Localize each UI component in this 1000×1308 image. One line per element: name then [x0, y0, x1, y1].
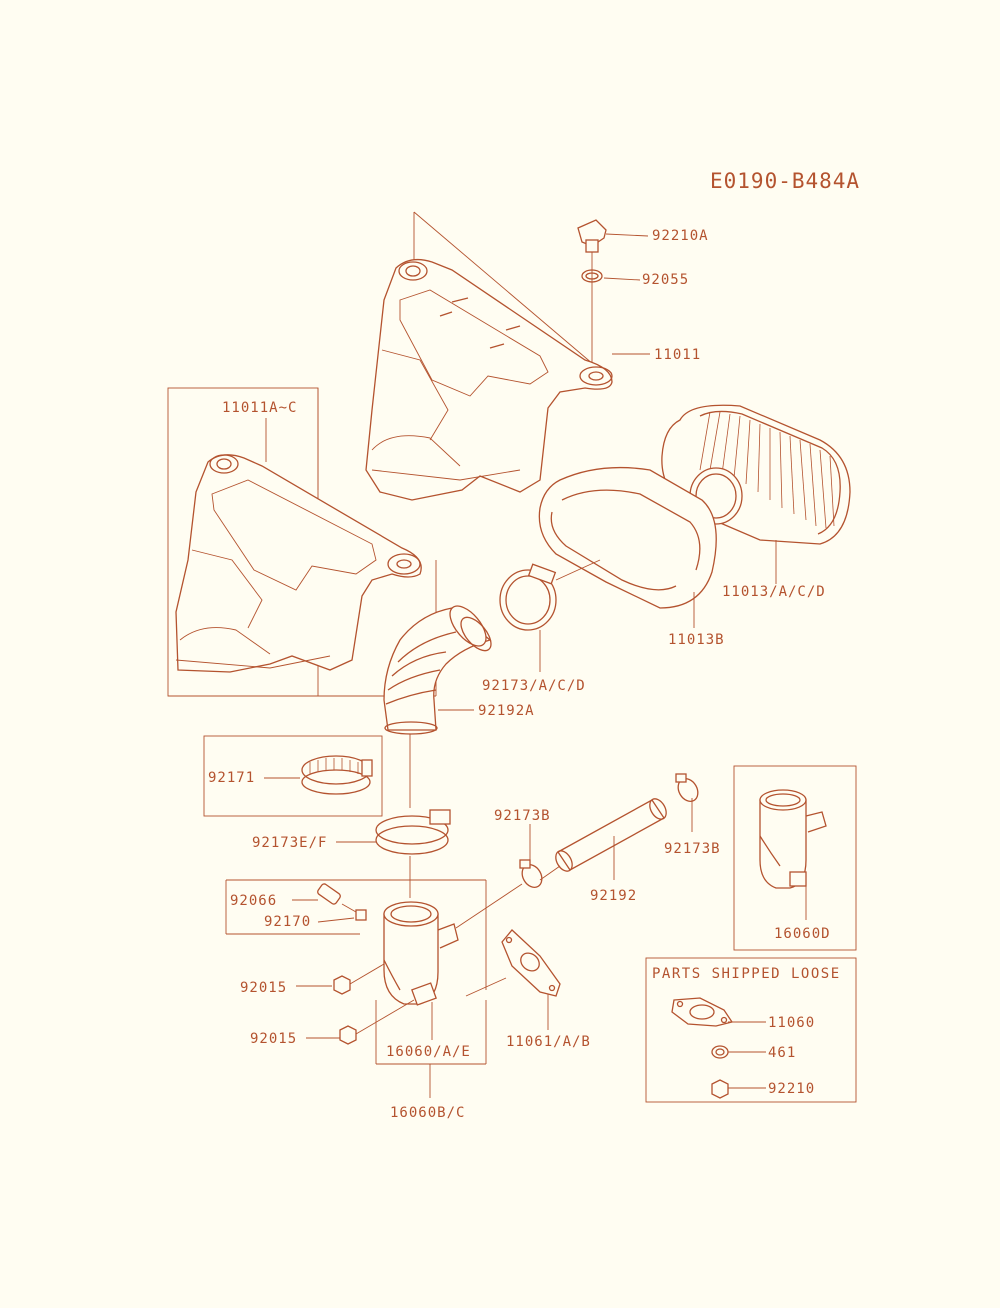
- intake-pipe-16060: [383, 901, 459, 1006]
- air-cleaner-housing-11011A-C: [175, 454, 422, 673]
- leader-lines-16060: [225, 879, 487, 1098]
- label-92173E-F: 92173E/F: [252, 835, 327, 851]
- label-92170: 92170: [264, 914, 311, 930]
- label-92173-A-C-D: 92173/A/C/D: [482, 678, 586, 694]
- hose-clamp-92173B-left: [519, 859, 543, 888]
- label-11061-A-B: 11061/A/B: [506, 1034, 591, 1050]
- elbow-hose-92192A: [383, 605, 492, 808]
- wing-bolt-92210A: [577, 219, 607, 362]
- label-11013-A-C-D: 11013/A/C/D: [722, 584, 826, 600]
- label-92015-top: 92015: [240, 980, 287, 996]
- label-92066: 92066: [230, 893, 277, 909]
- nut-92015-bottom: [339, 999, 415, 1045]
- label-16060D: 16060D: [774, 926, 831, 942]
- diagram-code: E0190-B484A: [710, 169, 860, 193]
- washer-461: [711, 1045, 729, 1059]
- callout-box-16060D: [733, 765, 857, 951]
- label-11013B: 11013B: [668, 632, 725, 648]
- label-92192A: 92192A: [478, 703, 535, 719]
- gasket-11061-A-B: [501, 929, 561, 997]
- parts-shipped-loose-header: PARTS SHIPPED LOOSE: [652, 966, 841, 982]
- label-461: 461: [768, 1045, 796, 1061]
- hose-clamp-92173B-right: [675, 773, 699, 802]
- hose-clamp-92173E-F: [375, 809, 451, 855]
- label-92210: 92210: [768, 1081, 815, 1097]
- plug-92066: [317, 883, 341, 905]
- label-92173B-right: 92173B: [664, 841, 721, 857]
- o-ring-92055: [581, 269, 603, 283]
- pre-cleaner-11013B: [538, 466, 717, 609]
- label-16060-A-E: 16060/A/E: [386, 1044, 471, 1060]
- label-92171: 92171: [208, 770, 255, 786]
- hose-clamp-92171: [301, 755, 373, 795]
- gasket-11060: [671, 997, 734, 1027]
- label-16060B-C: 16060B/C: [390, 1105, 465, 1121]
- screw-92170: [341, 903, 367, 921]
- callout-box-92171: [203, 735, 383, 817]
- label-11011: 11011: [654, 347, 701, 363]
- air-cleaner-housing-11011: [365, 211, 613, 501]
- label-92192: 92192: [590, 888, 637, 904]
- fuel-hose-92192: [555, 798, 667, 872]
- label-92210A: 92210A: [652, 228, 709, 244]
- nut-92015-top: [333, 963, 385, 995]
- nut-92210: [711, 1079, 729, 1099]
- hose-clamp-92173-A-C-D: [499, 559, 601, 631]
- parts-shipped-loose-box: [645, 957, 857, 1103]
- label-92015-bottom: 92015: [250, 1031, 297, 1047]
- label-11060: 11060: [768, 1015, 815, 1031]
- intake-pipe-16060D: [759, 789, 827, 889]
- label-92173B-left: 92173B: [494, 808, 551, 824]
- label-11011A-C: 11011A~C: [222, 400, 297, 416]
- label-92055: 92055: [642, 272, 689, 288]
